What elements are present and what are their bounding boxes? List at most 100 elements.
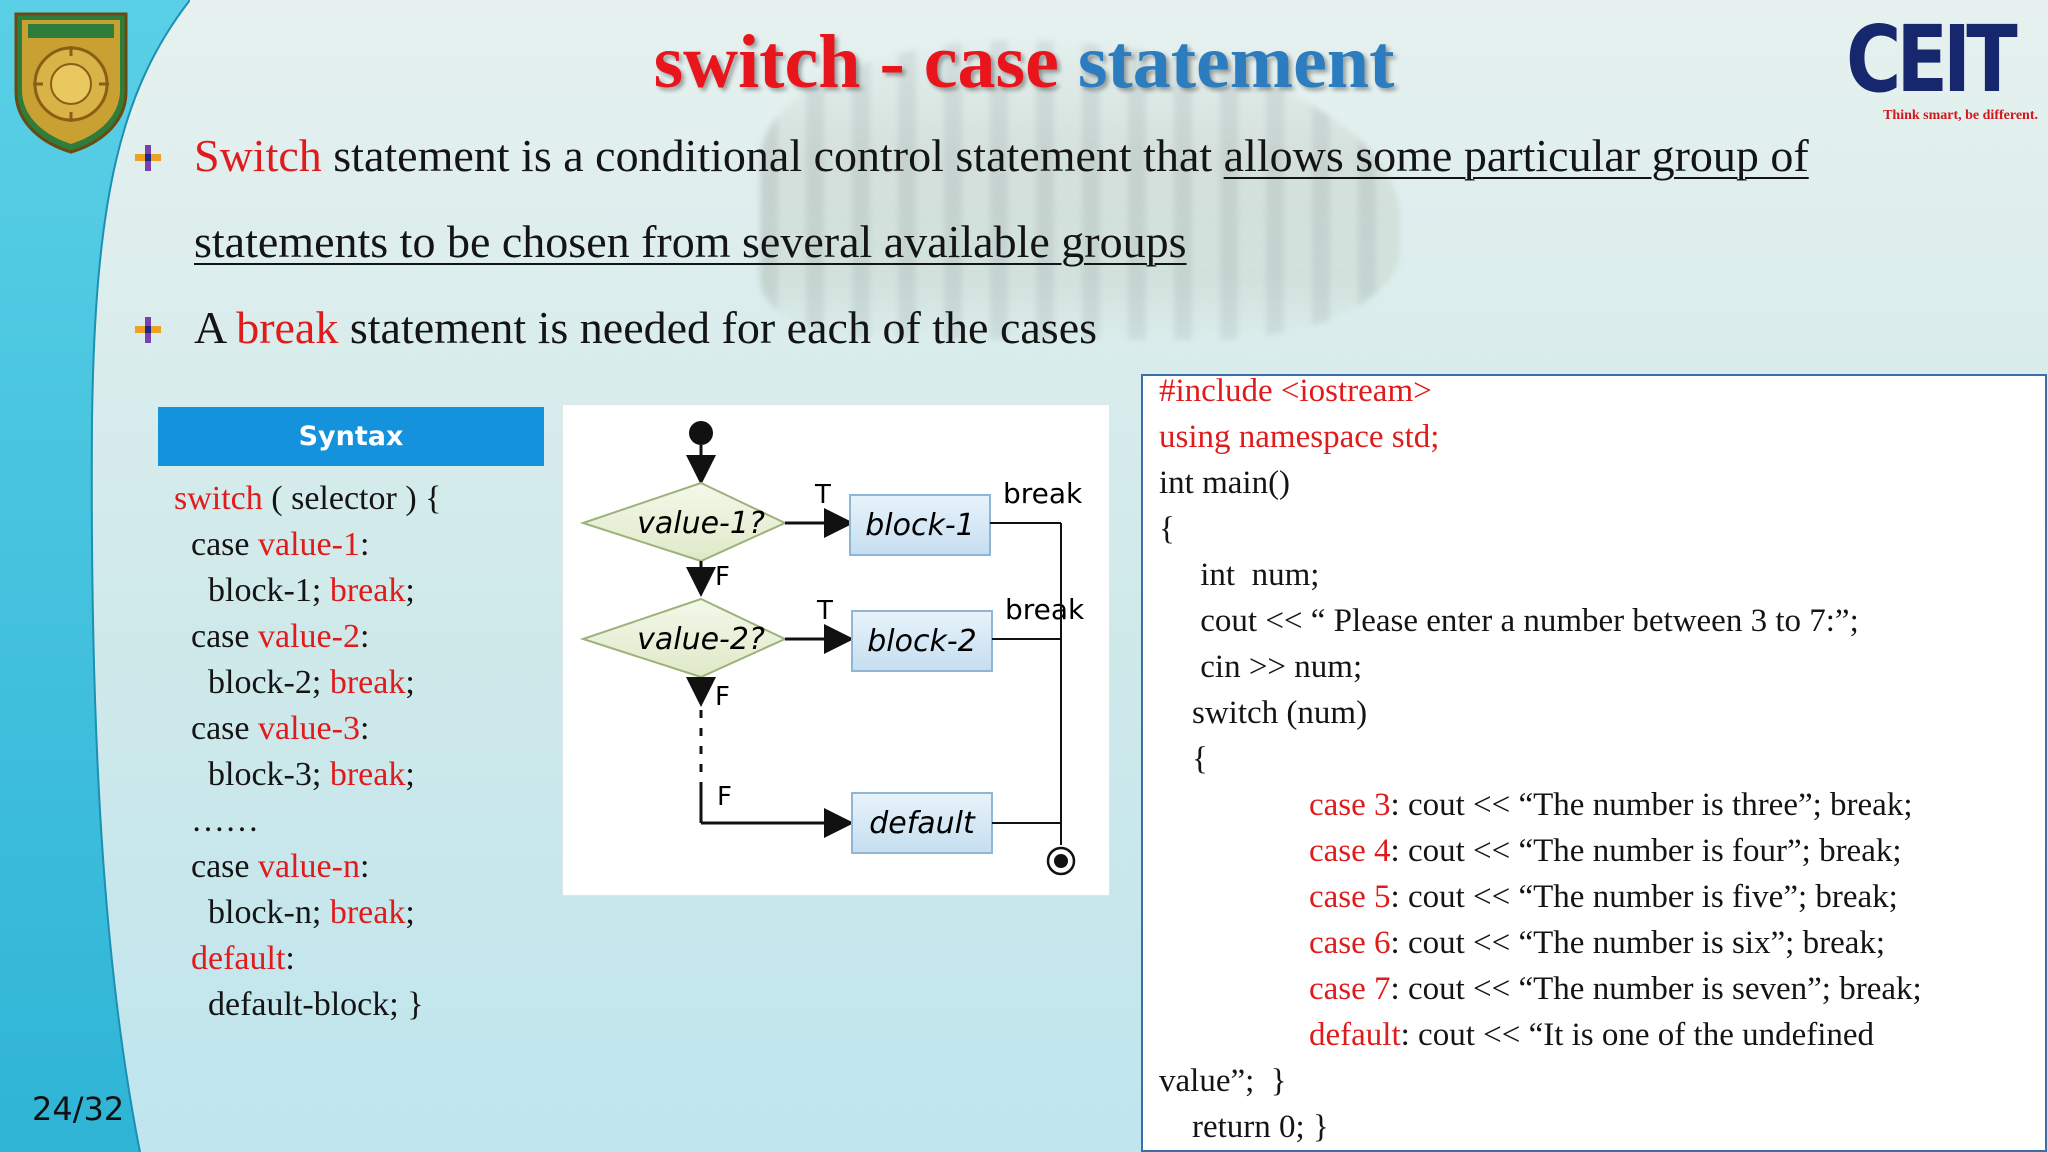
syntax-text: ; bbox=[405, 664, 415, 701]
bullet-2-suffix: statement is needed for each of the case… bbox=[338, 302, 1098, 353]
syntax-keyword: value-1 bbox=[258, 526, 360, 563]
title-blue-part: statement bbox=[1077, 20, 1395, 104]
code-text: return 0; } bbox=[1159, 1109, 1329, 1145]
true-label-1: T bbox=[814, 480, 831, 510]
true-label-2: T bbox=[816, 596, 833, 626]
title-red-part: switch - case bbox=[653, 20, 1059, 104]
bullet-1-text: statement is a conditional control state… bbox=[321, 130, 1224, 181]
code-text: : cout << “The number is three”; break; bbox=[1390, 787, 1913, 823]
syntax-line: block-n; break; bbox=[174, 890, 441, 936]
false-label-2: F bbox=[715, 682, 730, 712]
default-node: default bbox=[851, 792, 993, 854]
syntax-text: : bbox=[359, 526, 370, 563]
syntax-code-block: switch ( selector ) { case value-1: bloc… bbox=[174, 476, 441, 1028]
syntax-text bbox=[174, 940, 191, 977]
bullet-2: A break statement is needed for each of … bbox=[194, 285, 1097, 371]
code-text: int num; bbox=[1159, 557, 1320, 593]
syntax-line: case value-3: bbox=[174, 706, 441, 752]
slide-title: switch - case statement bbox=[0, 14, 2048, 110]
code-text: switch (num) bbox=[1159, 695, 1368, 731]
syntax-text: block-3; bbox=[174, 756, 330, 793]
syntax-keyword: switch bbox=[174, 480, 263, 517]
code-text: value”; } bbox=[1159, 1063, 1287, 1099]
syntax-line: block-1; break; bbox=[174, 568, 441, 614]
code-keyword: default bbox=[1309, 1017, 1401, 1053]
syntax-text: ; bbox=[405, 572, 415, 609]
syntax-text: : bbox=[359, 618, 370, 655]
syntax-text: default-block; } bbox=[174, 986, 424, 1023]
code-line: using namespace std; bbox=[1159, 414, 1439, 460]
syntax-keyword: value-3 bbox=[258, 710, 360, 747]
code-line: case 3: cout << “The number is three”; b… bbox=[1309, 782, 1913, 828]
code-line: case 7: cout << “The number is seven”; b… bbox=[1309, 966, 1922, 1012]
code-line: value”; } bbox=[1159, 1058, 1287, 1104]
syntax-text: case bbox=[174, 710, 259, 747]
code-line: { bbox=[1159, 736, 1208, 782]
university-seal-icon bbox=[8, 4, 134, 154]
code-line: cout << “ Please enter a number between … bbox=[1159, 598, 1859, 644]
code-text: { bbox=[1159, 741, 1208, 777]
syntax-line: block-2; break; bbox=[174, 660, 441, 706]
code-line: case 4: cout << “The number is four”; br… bbox=[1309, 828, 1902, 874]
code-line: { bbox=[1159, 506, 1175, 552]
false-label-3: F bbox=[717, 782, 732, 812]
code-text: { bbox=[1159, 511, 1175, 547]
decision-2: value-2? bbox=[579, 597, 788, 679]
syntax-text: : bbox=[359, 710, 370, 747]
code-keyword: case 3 bbox=[1309, 787, 1391, 823]
syntax-text: block-1; bbox=[174, 572, 330, 609]
flowchart-panel: value-1? T block-1 break F value-2? T bl… bbox=[562, 404, 1110, 896]
code-keyword: case 4 bbox=[1309, 833, 1391, 869]
syntax-keyword: value-2 bbox=[258, 618, 360, 655]
code-line: #include <iostream> bbox=[1159, 374, 1432, 414]
syntax-keyword: break bbox=[329, 756, 406, 793]
code-text: : cout << “The number is seven”; break; bbox=[1390, 971, 1922, 1007]
code-line: switch (num) bbox=[1159, 690, 1367, 736]
code-text: : cout << “It is one of the undefined bbox=[1400, 1017, 1875, 1053]
block-1-label: block-1 bbox=[865, 508, 975, 543]
code-text: cin >> num; bbox=[1159, 649, 1363, 685]
syntax-line: case value-1: bbox=[174, 522, 441, 568]
ceit-brand-text: CEIT bbox=[1846, 6, 2018, 113]
code-text: : cout << “The number is four”; break; bbox=[1390, 833, 1902, 869]
decision-1: value-1? bbox=[579, 481, 788, 563]
code-text: : cout << “The number is five”; break; bbox=[1390, 879, 1898, 915]
decision-2-label: value-2? bbox=[637, 622, 765, 657]
code-line: int num; bbox=[1159, 552, 1319, 598]
bullet-1-underlined-2: statements to be chosen from several ava… bbox=[194, 216, 1187, 267]
syntax-line: block-3; break; bbox=[174, 752, 441, 798]
code-text: int main() bbox=[1159, 465, 1291, 501]
syntax-text: case bbox=[174, 618, 259, 655]
syntax-text: block-2; bbox=[174, 664, 330, 701]
example-code-panel: #include <iostream> using namespace std; i… bbox=[1141, 374, 2047, 1152]
syntax-text: : bbox=[359, 848, 370, 885]
default-label: default bbox=[869, 806, 976, 841]
syntax-header: Syntax bbox=[158, 407, 544, 466]
syntax-text: block-n; bbox=[174, 894, 330, 931]
code-keyword: case 6 bbox=[1309, 925, 1391, 961]
syntax-line: case value-n: bbox=[174, 844, 441, 890]
code-text: cout << “ Please enter a number between … bbox=[1159, 603, 1859, 639]
break-label-1: break bbox=[1003, 477, 1083, 510]
syntax-line: …… bbox=[174, 798, 441, 844]
plus-bullet-icon bbox=[135, 145, 161, 171]
page-number: 24/32 bbox=[32, 1090, 125, 1128]
syntax-text: ( selector ) { bbox=[262, 480, 442, 517]
syntax-keyword: default bbox=[191, 940, 286, 977]
code-line: case 5: cout << “The number is five”; br… bbox=[1309, 874, 1898, 920]
syntax-keyword: break bbox=[329, 664, 406, 701]
bullet-1: Switch statement is a conditional contro… bbox=[194, 113, 2014, 199]
ceit-logo: CEIT Think smart, be different. bbox=[1846, 6, 2038, 124]
bullet-1-keyword: Switch bbox=[194, 130, 322, 181]
syntax-text: : bbox=[285, 940, 295, 977]
code-keyword: case 7 bbox=[1309, 971, 1391, 1007]
syntax-line: default-block; } bbox=[174, 982, 441, 1028]
code-keyword: #include <iostream> bbox=[1159, 374, 1432, 409]
syntax-line: switch ( selector ) { bbox=[174, 476, 441, 522]
left-decorative-band bbox=[0, 0, 191, 1152]
bullet-2-keyword: break bbox=[236, 302, 339, 353]
code-line: int main() bbox=[1159, 460, 1290, 506]
code-keyword: using namespace std; bbox=[1159, 419, 1440, 455]
false-label-1: F bbox=[715, 562, 730, 592]
code-line: default: cout << “It is one of the undef… bbox=[1309, 1012, 1874, 1058]
